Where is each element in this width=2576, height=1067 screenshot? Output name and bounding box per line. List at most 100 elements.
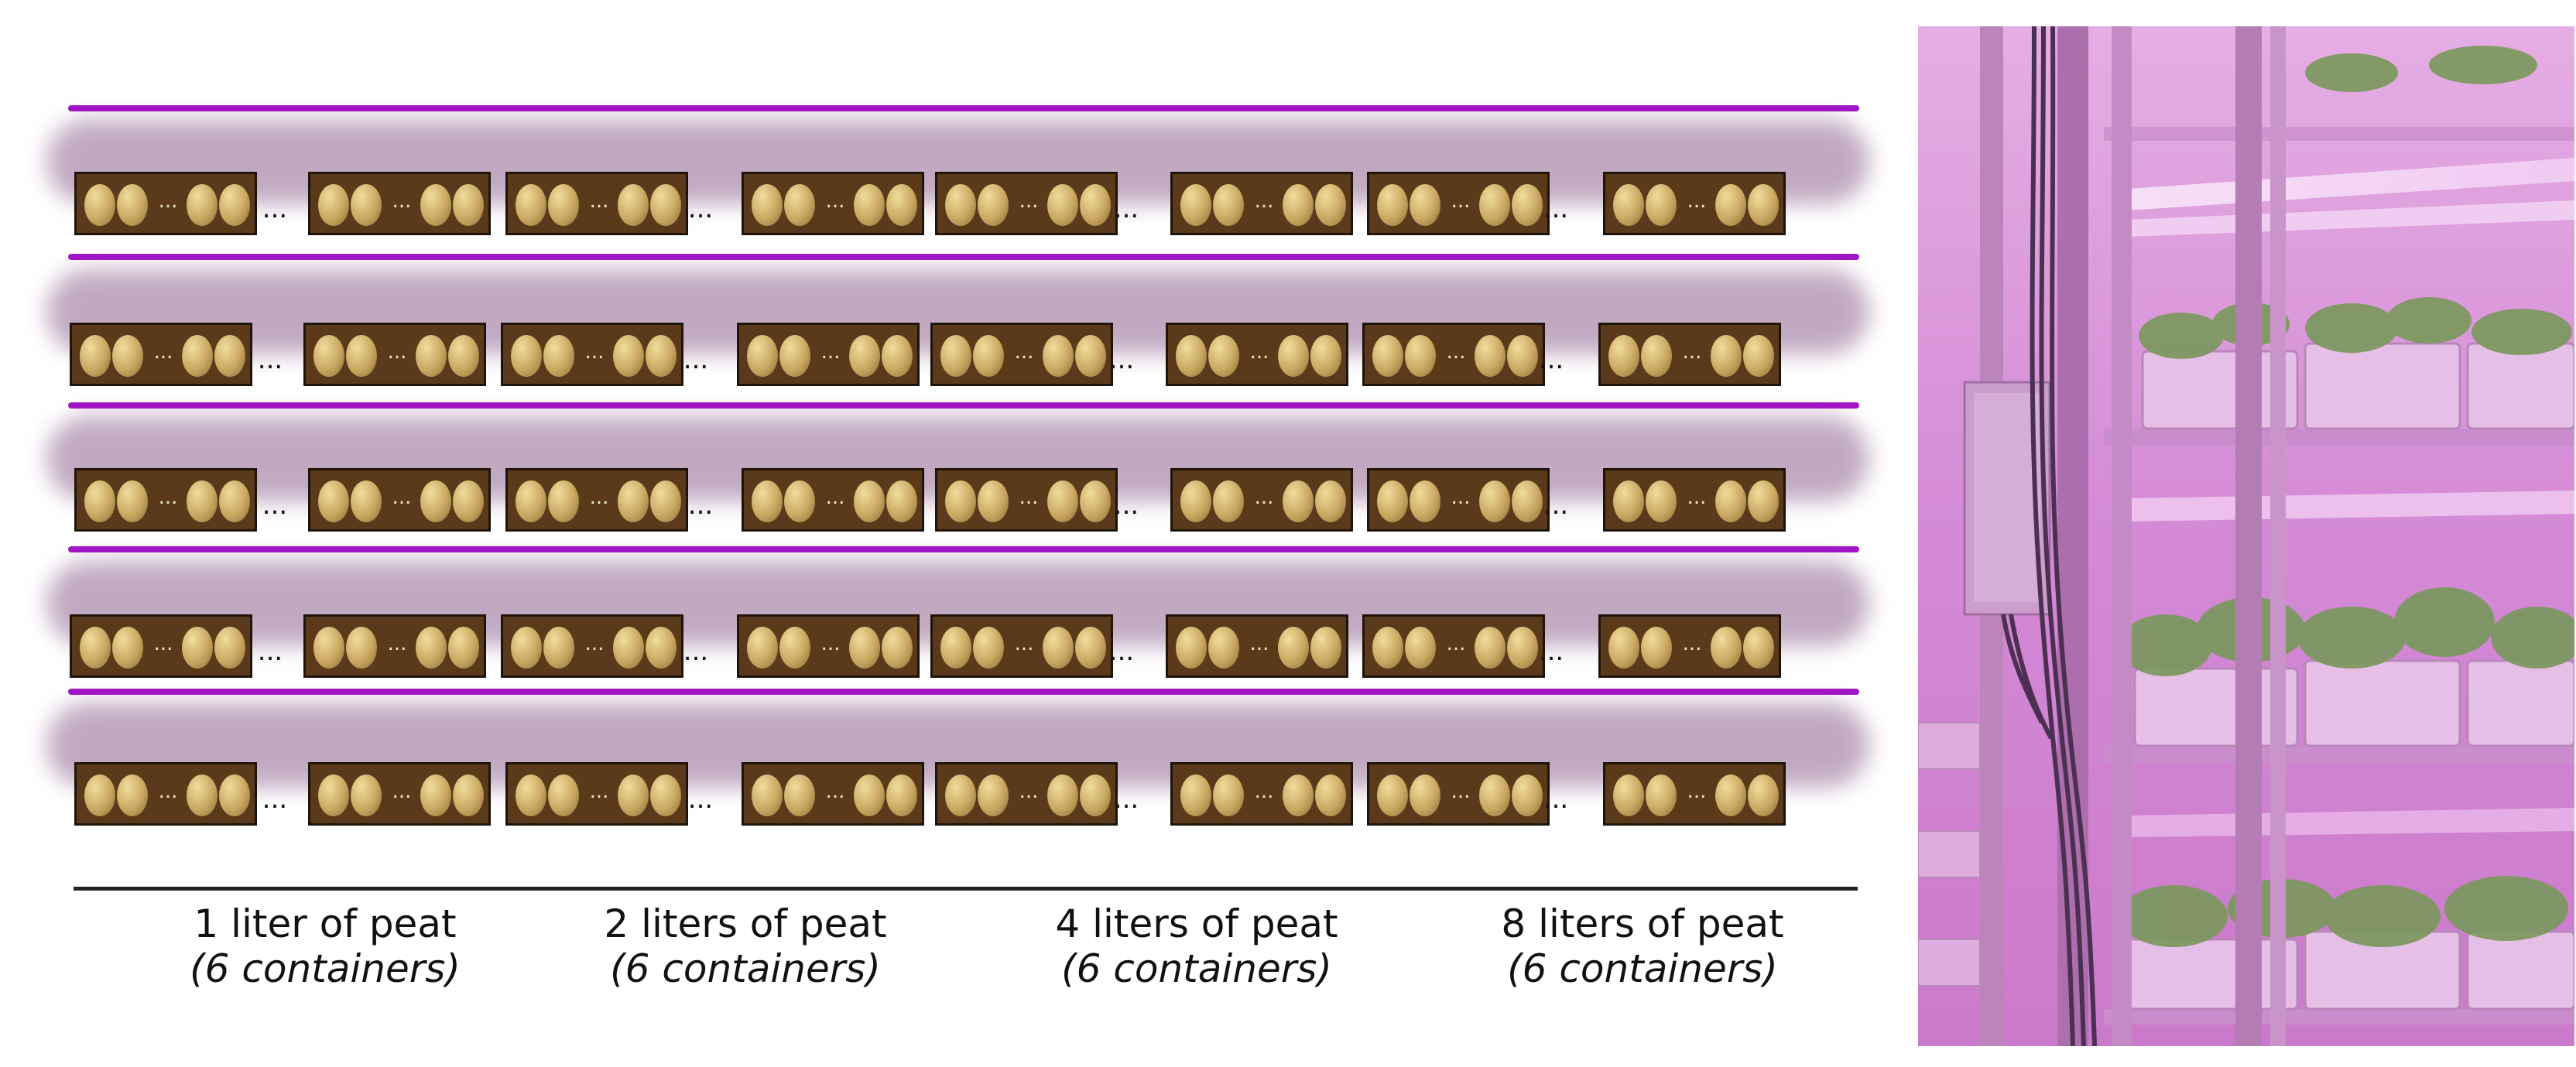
potato-tuber [1315,184,1346,226]
group-3-count: (6 containers) [1061,946,1332,991]
potato-tuber [1213,775,1244,816]
potato-tuber [1372,627,1403,669]
potato-tuber [84,480,115,522]
peat-container: ... [742,468,924,532]
peat-container: ... [303,614,486,678]
container-ellipsis: ... [1254,486,1274,509]
potato-tuber [112,627,143,669]
group-2-count: (6 containers) [610,946,881,991]
potato-tuber [1315,480,1346,522]
potato-tuber [1283,184,1314,226]
potato-tuber [346,627,377,669]
peat-container: ... [1598,614,1781,678]
container-ellipsis: ... [158,486,178,509]
potato-tuber [1176,335,1207,377]
potato-tuber [1180,184,1211,226]
peat-container: ... [935,172,1118,235]
group-4-volume: 8 liters of peat [1501,901,1784,946]
peat-container: ... [505,468,688,532]
container-ellipsis: ... [1446,340,1466,364]
container-ellipsis: ... [820,632,841,655]
potato-tuber [1743,627,1774,669]
container-ellipsis: ... [153,632,173,655]
container-ellipsis: ... [825,780,845,803]
potato-tuber [978,775,1009,816]
container-ellipsis: ... [1254,780,1274,803]
potato-tuber [1646,775,1677,816]
potato-tuber [448,335,479,377]
potato-tuber [313,627,344,669]
potato-tuber [1208,627,1239,669]
potato-tuber [650,480,681,522]
peat-container: ... [1170,762,1353,826]
potato-tuber [1743,335,1774,377]
potato-tuber [1310,335,1341,377]
potato-tuber [420,775,451,816]
container-ellipsis: ... [1451,190,1471,213]
peat-container: ... [1367,468,1550,532]
peat-container: ... [1603,172,1786,235]
between-container-ellipsis: ... [1543,490,1569,521]
potato-tuber [978,184,1009,226]
potato-tuber [548,480,579,522]
peat-container: ... [1362,614,1545,678]
potato-tuber [1613,480,1644,522]
potato-tuber [1405,627,1436,669]
peat-container: ... [1603,762,1786,826]
left-shelves [1918,722,1981,987]
potato-tuber [1377,184,1408,226]
group-label-3: 4 liters of peat (6 containers) [988,901,1406,991]
container-ellipsis: ... [589,190,609,213]
potato-tuber [219,775,250,816]
group-label-2: 2 liters of peat (6 containers) [536,901,954,991]
potato-tuber [453,480,484,522]
potato-tuber [351,775,382,816]
potato-tuber [1641,335,1672,377]
potato-tuber [117,775,148,816]
potato-tuber [1613,775,1644,816]
container-ellipsis: ... [825,486,845,509]
container-ellipsis: ... [1451,780,1471,803]
potato-tuber [117,184,148,226]
peat-container: ... [70,614,252,678]
potato-tuber [973,335,1004,377]
potato-tuber [1047,775,1078,816]
potato-tuber [1080,775,1111,816]
potato-tuber [84,775,115,816]
potato-tuber [747,627,778,669]
potato-tuber [646,335,677,377]
potato-tuber [1748,184,1779,226]
potato-tuber [516,775,546,816]
peat-container: ... [70,323,252,386]
potato-tuber [650,184,681,226]
potato-tuber [453,184,484,226]
potato-tuber [618,480,649,522]
potato-tuber [940,335,971,377]
potato-tuber [420,184,451,226]
potato-tuber [187,775,218,816]
peat-container: ... [930,614,1113,678]
potato-tuber [854,775,885,816]
potato-tuber [1711,627,1742,669]
potato-tuber [548,184,579,226]
potato-tuber [1372,335,1403,377]
potato-tuber [618,184,649,226]
potato-tuber [1608,627,1639,669]
potato-tuber [219,480,250,522]
potato-tuber [1283,480,1314,522]
container-ellipsis: ... [820,340,841,364]
container-ellipsis: ... [1687,486,1707,509]
potato-tuber [1479,480,1510,522]
potato-tuber [1748,775,1779,816]
potato-tuber [187,184,218,226]
peat-container: ... [1166,614,1348,678]
potato-tuber [187,480,218,522]
peat-container: ... [505,762,688,826]
peat-container: ... [1362,323,1545,386]
between-container-ellipsis: ... [1538,344,1564,375]
group-2-volume: 2 liters of peat [604,901,887,946]
potato-tuber [351,480,382,522]
potato-tuber [516,480,546,522]
potato-tuber [1043,627,1074,669]
potato-tuber [313,335,344,377]
